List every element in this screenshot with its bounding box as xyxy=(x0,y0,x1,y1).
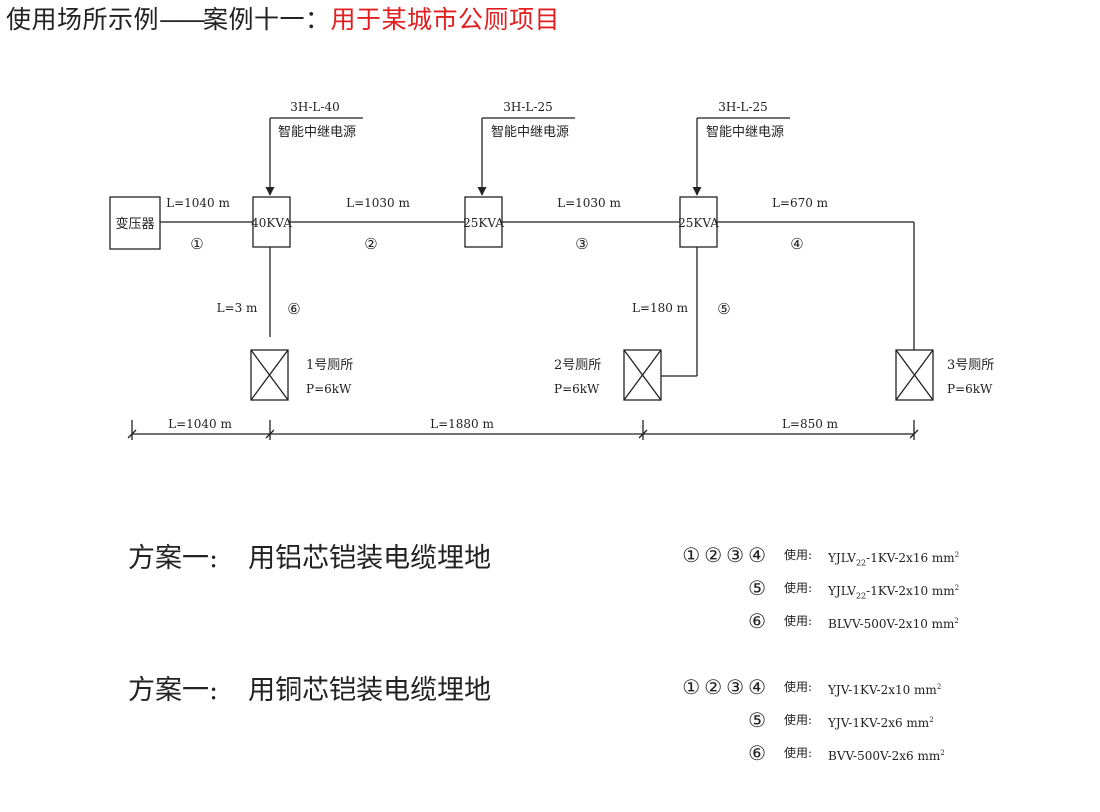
scheme-title-1: 方案一: 用铝芯铠装电缆埋地 xyxy=(128,536,491,575)
segment-length-6: L=3 m xyxy=(217,301,258,315)
spec-circles: ⑥ xyxy=(748,609,770,633)
substation-box-1 xyxy=(252,196,291,248)
spec-row-2-1: ①②③④ 使用: YJV-1KV-2x10 mm2 xyxy=(650,674,980,700)
spec-circles: ⑤ xyxy=(748,708,770,732)
scheme-desc-1: 用铝芯铠装电缆埋地 xyxy=(248,543,492,574)
scheme-title-2: 方案一: 用铜芯铠装电缆埋地 xyxy=(128,668,491,707)
toilet-power-2: P=6kW xyxy=(554,382,600,396)
spec-cable: YJV-1KV-2x10 mm2 xyxy=(828,683,942,697)
segment-length-1: L=1040 m xyxy=(166,196,230,210)
source-model-1: 3H-L-40 xyxy=(290,100,339,114)
spec-use-label: 使用: xyxy=(784,614,813,628)
title-highlight: 用于某城市公厕项目 xyxy=(330,5,561,34)
scheme-desc-2: 用铜芯铠装电缆埋地 xyxy=(248,675,492,706)
title-dash: —— xyxy=(159,5,206,34)
segment-length-2: L=1030 m xyxy=(346,196,410,210)
segment-length-4: L=670 m xyxy=(772,196,829,210)
scheme-label-1: 方案一: xyxy=(128,543,219,574)
spec-row-2-2: ⑤ 使用: YJV-1KV-2x6 mm2 xyxy=(650,707,980,733)
segment-number-2: ② xyxy=(364,235,377,253)
substation-label-1: 40KVA xyxy=(251,216,292,230)
spec-cable: YJV-1KV-2x6 mm2 xyxy=(828,716,934,730)
substation-label-3: 25KVA xyxy=(678,216,719,230)
scheme-label-2: 方案一: xyxy=(128,675,219,706)
source-name-1: 智能中继电源 xyxy=(278,125,356,140)
spec-cable: BLVV-500V-2x10 mm2 xyxy=(828,617,959,631)
spec-cable: BVV-500V-2x6 mm2 xyxy=(828,749,945,763)
spec-row-1-1: ①②③④ 使用: YJLV22-1KV-2x16 mm2 xyxy=(650,542,980,568)
spec-circles: ①②③④ xyxy=(682,543,770,567)
spec-row-2-3: ⑥ 使用: BVV-500V-2x6 mm2 xyxy=(650,740,980,766)
source-name-2: 智能中继电源 xyxy=(491,125,569,140)
title-case: 案例十一： xyxy=(203,5,331,34)
page-title: 使用场所示例——案例十一：用于某城市公厕项目 xyxy=(6,0,560,40)
toilet-name-2: 2号厕所 xyxy=(554,358,601,373)
toilet-name-3: 3号厕所 xyxy=(947,358,994,373)
distance-label-2: L=1880 m xyxy=(430,417,494,431)
spec-row-1-2: ⑤ 使用: YJLV22-1KV-2x10 mm2 xyxy=(650,575,980,601)
spec-use-label: 使用: xyxy=(784,548,813,562)
spec-row-1-3: ⑥ 使用: BLVV-500V-2x10 mm2 xyxy=(650,608,980,634)
source-model-3: 3H-L-25 xyxy=(718,100,767,114)
spec-circles: ①②③④ xyxy=(682,675,770,699)
transformer-box xyxy=(109,196,161,250)
segment-length-3: L=1030 m xyxy=(557,196,621,210)
substation-label-2: 25KVA xyxy=(463,216,504,230)
title-prefix: 使用场所示例 xyxy=(6,5,160,34)
segment-number-6: ⑥ xyxy=(287,300,300,318)
segment-length-5: L=180 m xyxy=(632,301,689,315)
wiring-diagram: 变压器 40KVA 25KVA 25KVA 3H-L-40 智能中继电源 3H-… xyxy=(109,100,994,440)
segment-number-1: ① xyxy=(190,235,203,253)
distance-label-3: L=850 m xyxy=(782,417,839,431)
spec-use-label: 使用: xyxy=(784,581,813,595)
spec-circles: ⑥ xyxy=(748,741,770,765)
source-name-3: 智能中继电源 xyxy=(706,125,784,140)
spec-circles: ⑤ xyxy=(748,576,770,600)
spec-use-label: 使用: xyxy=(784,746,813,760)
spec-use-label: 使用: xyxy=(784,713,813,727)
spec-cable: YJLV22-1KV-2x10 mm2 xyxy=(828,584,960,601)
spec-cable: YJLV22-1KV-2x16 mm2 xyxy=(828,551,960,568)
segment-number-3: ③ xyxy=(575,235,588,253)
segment-number-5: ⑤ xyxy=(717,300,730,318)
toilet-name-1: 1号厕所 xyxy=(306,358,353,373)
toilet-power-3: P=6kW xyxy=(947,382,993,396)
segment-number-4: ④ xyxy=(790,235,803,253)
substation-box-3 xyxy=(679,196,718,248)
distance-label-1: L=1040 m xyxy=(168,417,232,431)
transformer-label: 变压器 xyxy=(115,216,154,232)
spec-use-label: 使用: xyxy=(784,680,813,694)
source-model-2: 3H-L-25 xyxy=(503,100,552,114)
toilet-power-1: P=6kW xyxy=(306,382,352,396)
